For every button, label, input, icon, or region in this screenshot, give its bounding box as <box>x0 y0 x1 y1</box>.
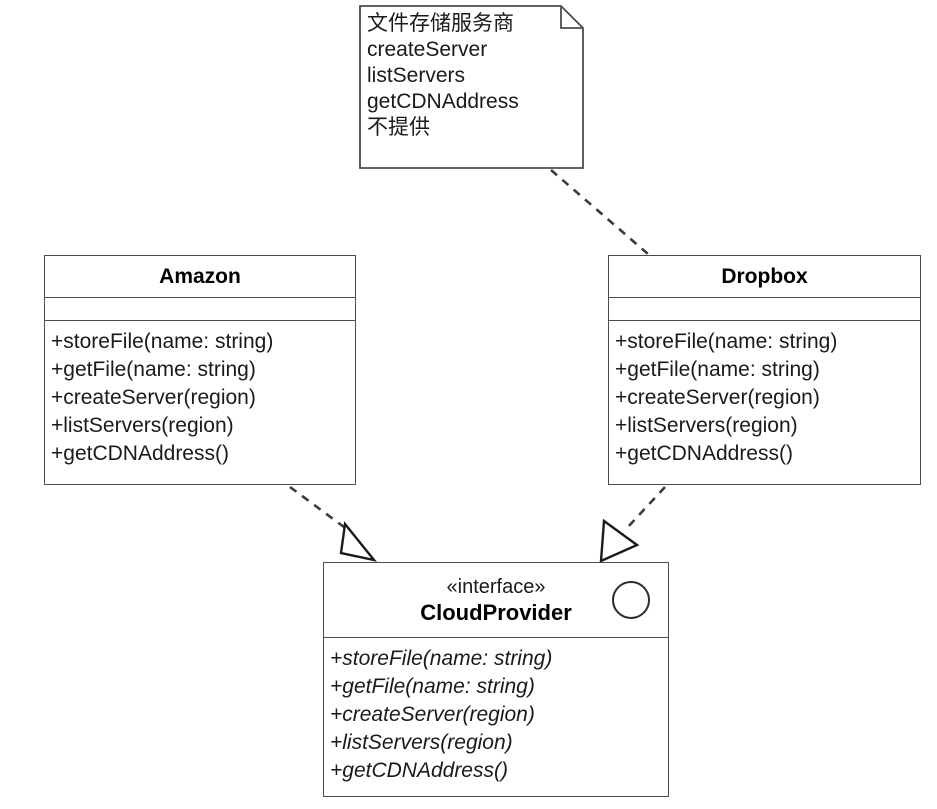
note-shape <box>359 5 584 169</box>
note-file-storage-provider: 文件存储服务商 createServer listServers getCDNA… <box>359 5 584 169</box>
operation-row: +listServers(region) <box>615 414 798 437</box>
class-attributes-dropbox <box>609 298 920 321</box>
dropbox-realization-line <box>626 486 666 529</box>
operation-row: +listServers(region) <box>51 414 234 437</box>
class-title-amazon: Amazon <box>45 256 355 298</box>
note-text: 文件存储服务商 createServer listServers getCDNA… <box>359 5 584 141</box>
class-operations-amazon: +storeFile(name: string) +getFile(name: … <box>45 321 355 474</box>
operation-row: +getFile(name: string) <box>330 675 535 698</box>
note-anchor-line <box>550 169 649 255</box>
operation-row: +getCDNAddress() <box>51 442 229 465</box>
operation-row: +createServer(region) <box>615 386 820 409</box>
interface-lollipop-icon <box>612 581 650 619</box>
dropbox-realization-arrowhead <box>599 518 640 563</box>
interface-box-cloudprovider[interactable]: «interface» CloudProvider +storeFile(nam… <box>323 562 669 797</box>
amazon-realization-line <box>289 485 349 532</box>
note-line: createServer <box>367 38 488 61</box>
amazon-realization-arrowhead <box>339 521 378 562</box>
interface-operations: +storeFile(name: string) +getFile(name: … <box>324 638 668 791</box>
operation-row: +createServer(region) <box>330 703 535 726</box>
note-line: getCDNAddress <box>367 90 519 113</box>
note-line: 不提供 <box>367 116 430 139</box>
class-title-dropbox: Dropbox <box>609 256 920 298</box>
operation-row: +storeFile(name: string) <box>330 647 553 670</box>
class-box-dropbox[interactable]: Dropbox +storeFile(name: string) +getFil… <box>608 255 921 485</box>
operation-row: +storeFile(name: string) <box>615 330 838 353</box>
operation-row: +listServers(region) <box>330 731 513 754</box>
interface-header: «interface» CloudProvider <box>324 563 668 638</box>
note-line: 文件存储服务商 <box>367 12 514 35</box>
interface-title: CloudProvider <box>420 599 572 625</box>
class-box-amazon[interactable]: Amazon +storeFile(name: string) +getFile… <box>44 255 356 485</box>
operation-row: +getFile(name: string) <box>615 358 820 381</box>
class-attributes-amazon <box>45 298 355 321</box>
operation-row: +getCDNAddress() <box>330 759 508 782</box>
operation-row: +getCDNAddress() <box>615 442 793 465</box>
interface-stereotype: «interface» <box>446 575 546 598</box>
operation-row: +storeFile(name: string) <box>51 330 274 353</box>
note-line: listServers <box>367 64 466 87</box>
operation-row: +getFile(name: string) <box>51 358 256 381</box>
class-operations-dropbox: +storeFile(name: string) +getFile(name: … <box>609 321 920 474</box>
operation-row: +createServer(region) <box>51 386 256 409</box>
